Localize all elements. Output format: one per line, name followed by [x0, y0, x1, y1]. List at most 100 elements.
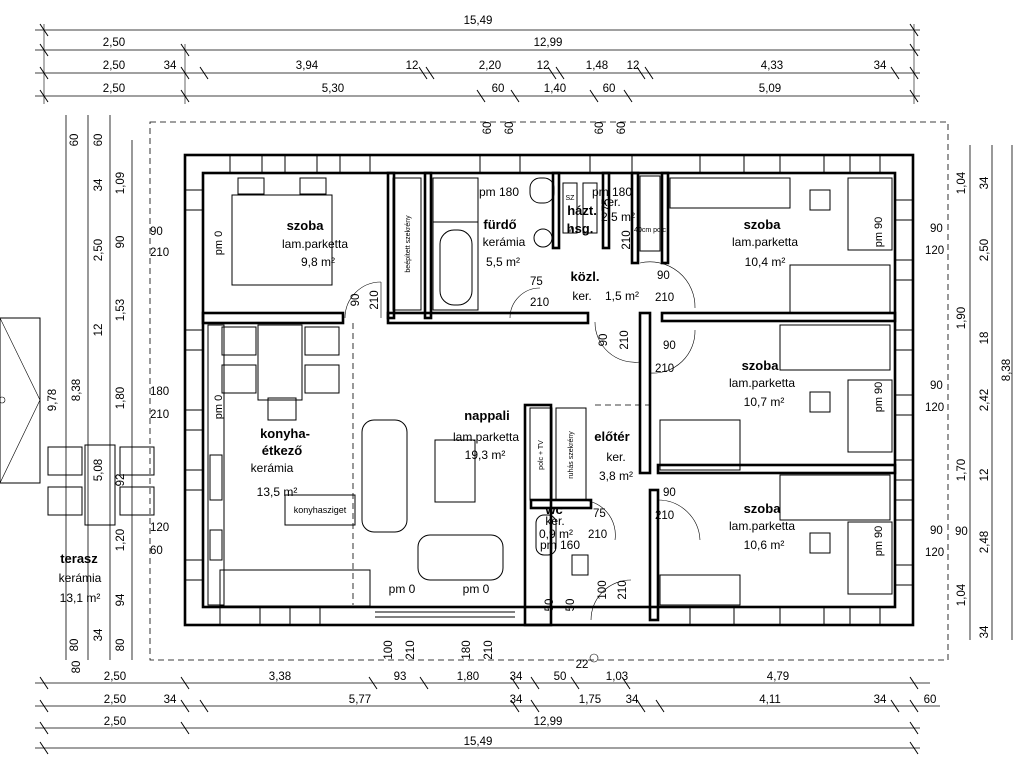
dim-opening: 60 [616, 122, 628, 135]
floor-level: pm 180 [592, 185, 632, 199]
room-area: 5,5 m² [486, 255, 520, 269]
dim-right: 1,04 [956, 171, 968, 194]
dim-top-r4: 60 [492, 83, 505, 95]
room-floor: kerámia [59, 571, 102, 585]
room-name: étkező [262, 443, 303, 458]
room-name: nappali [464, 408, 510, 423]
dim-top-r2-a: 2,50 [103, 37, 125, 49]
dim-top-r2-b: 12,99 [534, 37, 563, 49]
room-name: konyha- [260, 426, 310, 441]
dim-top-r3: 2,50 [103, 60, 125, 72]
dim-bottom-r2: 60 [924, 694, 937, 706]
dim-bottom-r1: 1,03 [606, 671, 628, 683]
dim-bottom-r2: 34 [510, 694, 523, 706]
dim-left: 34 [93, 178, 105, 191]
room-name: wc [544, 502, 562, 517]
door-dim: 75 [530, 276, 543, 288]
dim-right: 18 [979, 332, 991, 345]
win-dim: 90 [150, 226, 163, 238]
dim-bottom-r1: 2,50 [104, 671, 126, 683]
dim-opening: 60 [504, 122, 516, 135]
furniture [207, 175, 893, 607]
dim-bottom-r2: 34 [874, 694, 887, 706]
dim-left: 60 [93, 134, 105, 147]
dim-top-r4: 1,40 [544, 83, 566, 95]
room-floor: lam.parketta [453, 430, 519, 444]
dim-opening: 180 [461, 640, 473, 659]
dim-top-r4: 5,09 [759, 83, 781, 95]
room-floor: lam.parketta [729, 519, 795, 533]
dim-opening: 60 [594, 122, 606, 135]
appliance-label: M [567, 227, 573, 234]
room-name: közl. [571, 269, 600, 284]
door-dim: 90 [350, 294, 362, 307]
dim-left: 92 [115, 474, 127, 487]
win-dim: 180 [150, 386, 169, 398]
dim-right: 1,70 [956, 459, 968, 481]
door-dim: 100 [597, 580, 609, 599]
dim-left: 8,38 [71, 379, 83, 401]
shelf-label: 40cm polc [634, 227, 666, 234]
dim-bottom-r2: 34 [164, 694, 177, 706]
room-name: házt. [567, 203, 597, 218]
dim-left: 34 [93, 628, 105, 641]
dim-right: 2,48 [979, 531, 991, 553]
dim-bottom-r1: 93 [394, 671, 407, 683]
dim-left: 80 [69, 639, 81, 652]
room-floor: ker. [606, 450, 625, 464]
dim-opening: 60 [482, 122, 494, 135]
room-name: előtér [594, 429, 629, 444]
door-dim: 90 [663, 340, 676, 352]
door-dim: 210 [588, 529, 607, 541]
bottom-dimension-chains: 80 2,50 3,38 93 1,80 34 50 1,03 4,79 2,5… [35, 640, 940, 755]
room-area: 13,5 m² [257, 485, 298, 499]
floor-level: pm 90 [873, 382, 885, 413]
win-dim: 60 [150, 545, 163, 557]
dim-opening: 210 [405, 640, 417, 659]
floor-level: pm 0 [463, 582, 490, 596]
room-area: 9,8 m² [301, 255, 335, 269]
room-labels: szoba lam.parketta 9,8 m² pm 0 90 210 ko… [59, 185, 885, 611]
win-dim: 120 [150, 522, 169, 534]
terrace [0, 317, 155, 526]
dim-right: 2,50 [979, 239, 991, 261]
dim-bottom-r2: 5,77 [349, 694, 371, 706]
door-dim: 90 [598, 334, 610, 347]
room-name: szoba [742, 358, 780, 373]
door-dim: 210 [655, 292, 674, 304]
dim-opening: 100 [383, 640, 395, 659]
dim-top-r3: 4,33 [761, 60, 783, 72]
room-area: 10,6 m² [744, 538, 785, 552]
door-swings [344, 261, 701, 621]
door-dim: 210 [619, 330, 631, 349]
floor-level: pm 180 [479, 185, 519, 199]
right-dimension-chains: 1,04 34 2,50 1,90 18 8,38 2,42 1,70 12 2… [925, 145, 1013, 640]
win-dim: 90 [930, 380, 943, 392]
dim-right: 34 [979, 176, 991, 189]
appliance-label: SZ [566, 195, 576, 202]
dim-top-r4: 2,50 [103, 83, 125, 95]
dim-top-r3: 3,94 [296, 60, 319, 72]
room-floor: kerámia [251, 461, 294, 475]
door-dim: 210 [530, 297, 549, 309]
floor-level: pm 0 [389, 582, 416, 596]
room-name: fürdő [483, 217, 516, 232]
room-area: 10,7 m² [744, 395, 785, 409]
room-name: terasz [60, 551, 98, 566]
dim-bottom-r2: 1,75 [579, 694, 601, 706]
dim-left: 1,20 [115, 529, 127, 551]
top-dimension-chains: 15,49 2,50 12,99 2,50 34 3,94 12 2,20 12… [35, 15, 920, 134]
dim-top-r4: 5,30 [322, 83, 344, 95]
door-dim: 210 [655, 510, 674, 522]
dim-opening: 22 [576, 659, 589, 671]
win-dim: 210 [150, 247, 169, 259]
dim-bottom-r1: 3,38 [269, 671, 291, 683]
win-dim: 120 [925, 402, 944, 414]
terrace-outline [149, 121, 949, 661]
dim-left: 80 [115, 639, 127, 652]
dim-right: 12 [979, 469, 991, 482]
kitchen-island-label: konyhasziget [294, 505, 347, 515]
dim-label: 50 [565, 599, 577, 612]
floor-level: pm 90 [873, 217, 885, 248]
